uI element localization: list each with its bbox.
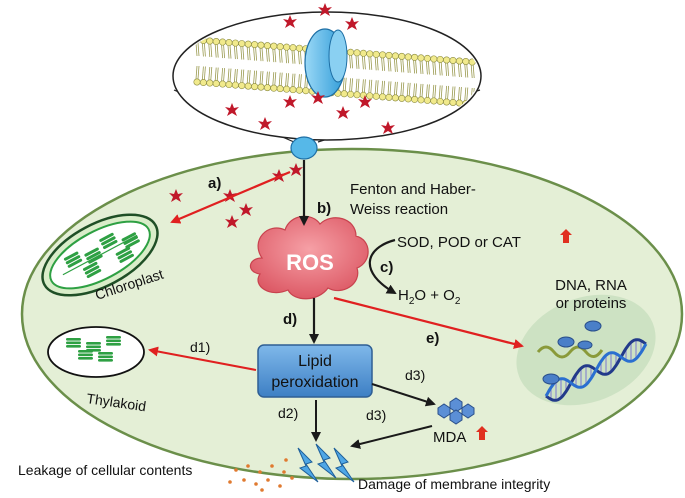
lipid-peroxidation-box: Lipid peroxidation [257, 344, 373, 398]
arrow-d3-lower [350, 425, 433, 449]
dna-helix-icon [544, 338, 648, 402]
protein-blobs-icon [542, 320, 602, 385]
enzymes-label: SOD, POD or CAT [397, 234, 521, 251]
ros-cloud: ROS [249, 215, 369, 300]
rna-strand-icon [536, 345, 604, 359]
arrow-e [333, 296, 524, 349]
label-d1: d1) [190, 339, 210, 355]
lipid-label-2: peroxidation [271, 374, 358, 391]
thylakoid [47, 326, 145, 378]
mda-up-arrow-icon [476, 426, 488, 440]
dna-label-1: DNA, RNA [555, 277, 627, 294]
label-e: e) [426, 330, 439, 347]
arrow-c [368, 238, 397, 294]
label-d3-lower: d3) [366, 407, 386, 423]
channel-protein [304, 28, 348, 98]
mda-label: MDA [433, 429, 466, 446]
enzymes-up-arrow-icon [560, 229, 572, 243]
label-d2: d2) [278, 405, 298, 421]
dna-label-2: or proteins [556, 295, 627, 312]
chloroplast [41, 213, 159, 297]
label-d3-upper: d3) [405, 367, 425, 383]
products-label: H2O + O2 [398, 287, 461, 307]
lipid-label-1: Lipid [298, 353, 332, 370]
membrane-channel [290, 136, 318, 160]
label-b: b) [317, 200, 331, 217]
damage-label: Damage of membrane integrity [358, 476, 550, 492]
fenton-label-1: Fenton and Haber- [350, 181, 476, 198]
dna-region [516, 294, 656, 406]
label-a: a) [208, 175, 221, 192]
arrow-d3-upper [371, 383, 436, 407]
ros-label: ROS [286, 250, 334, 275]
label-c: c) [380, 259, 393, 276]
arrow-d1 [148, 346, 257, 371]
leakage-dots-icon [228, 458, 294, 492]
label-d: d) [283, 311, 297, 328]
leakage-label: Leakage of cellular contents [18, 462, 192, 478]
arrow-a [170, 170, 291, 224]
membrane-damage-icon [297, 443, 355, 483]
fenton-label-2: Weiss reaction [350, 201, 448, 218]
membrane-zoom [172, 11, 482, 160]
mda-molecule-icon [437, 397, 475, 425]
